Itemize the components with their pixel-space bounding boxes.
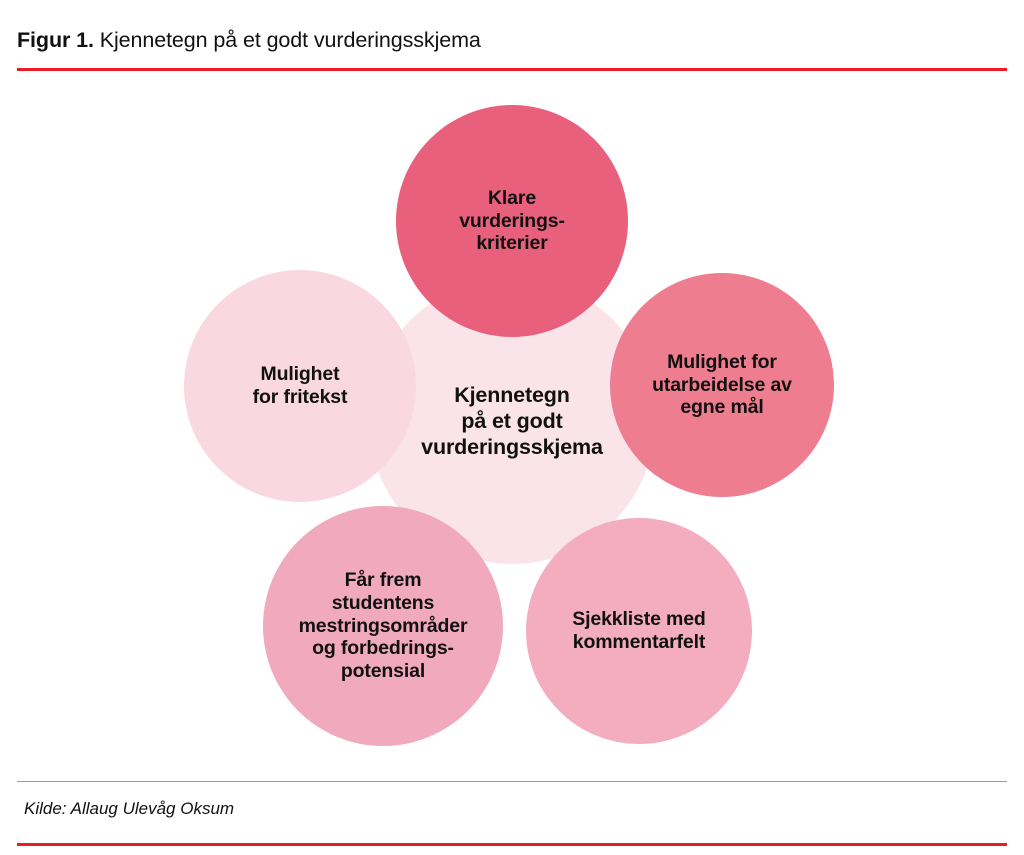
diagram-node-utarbeidelse-egne-maal: Mulighet for utarbeidelse av egne mål [610,273,834,497]
figure-title: Figur 1. Kjennetegn på et godt vurdering… [17,26,481,54]
diagram-node-label: Klare vurderings- kriterier [459,186,565,255]
diagram-node-label: Får frem studentens mestringsområder og … [298,568,468,683]
diagram-node-label: Mulighet for fritekst [252,363,348,408]
figure-bottom-rule [17,843,1007,846]
diagram-node-mulighet-fritekst: Mulighet for fritekst [184,270,416,502]
diagram-node-label: Sjekkliste med kommentarfelt [572,608,706,653]
figure-title-text: Kjennetegn på et godt vurderingsskjema [93,28,481,52]
diagram-node-label: Mulighet for utarbeidelse av egne mål [652,350,792,419]
source-divider-rule [17,781,1007,782]
diagram-node-sjekkliste-kommentarfelt: Sjekkliste med kommentarfelt [526,518,752,744]
source-caption: Kilde: Allaug Ulevåg Oksum [24,799,235,818]
diagram-node-mestringsomraader-forbedringspotensial: Får frem studentens mestringsområder og … [263,506,503,746]
title-divider-rule [17,68,1007,71]
diagram-node-klare-vurderingskriterier: Klare vurderings- kriterier [396,105,628,337]
petal-diagram: Kjennetegn på et godt vurderingsskjema M… [0,80,1024,770]
diagram-center-label: Kjennetegn på et godt vurderingsskjema [421,382,603,460]
figure-number: Figur 1. [17,28,94,52]
